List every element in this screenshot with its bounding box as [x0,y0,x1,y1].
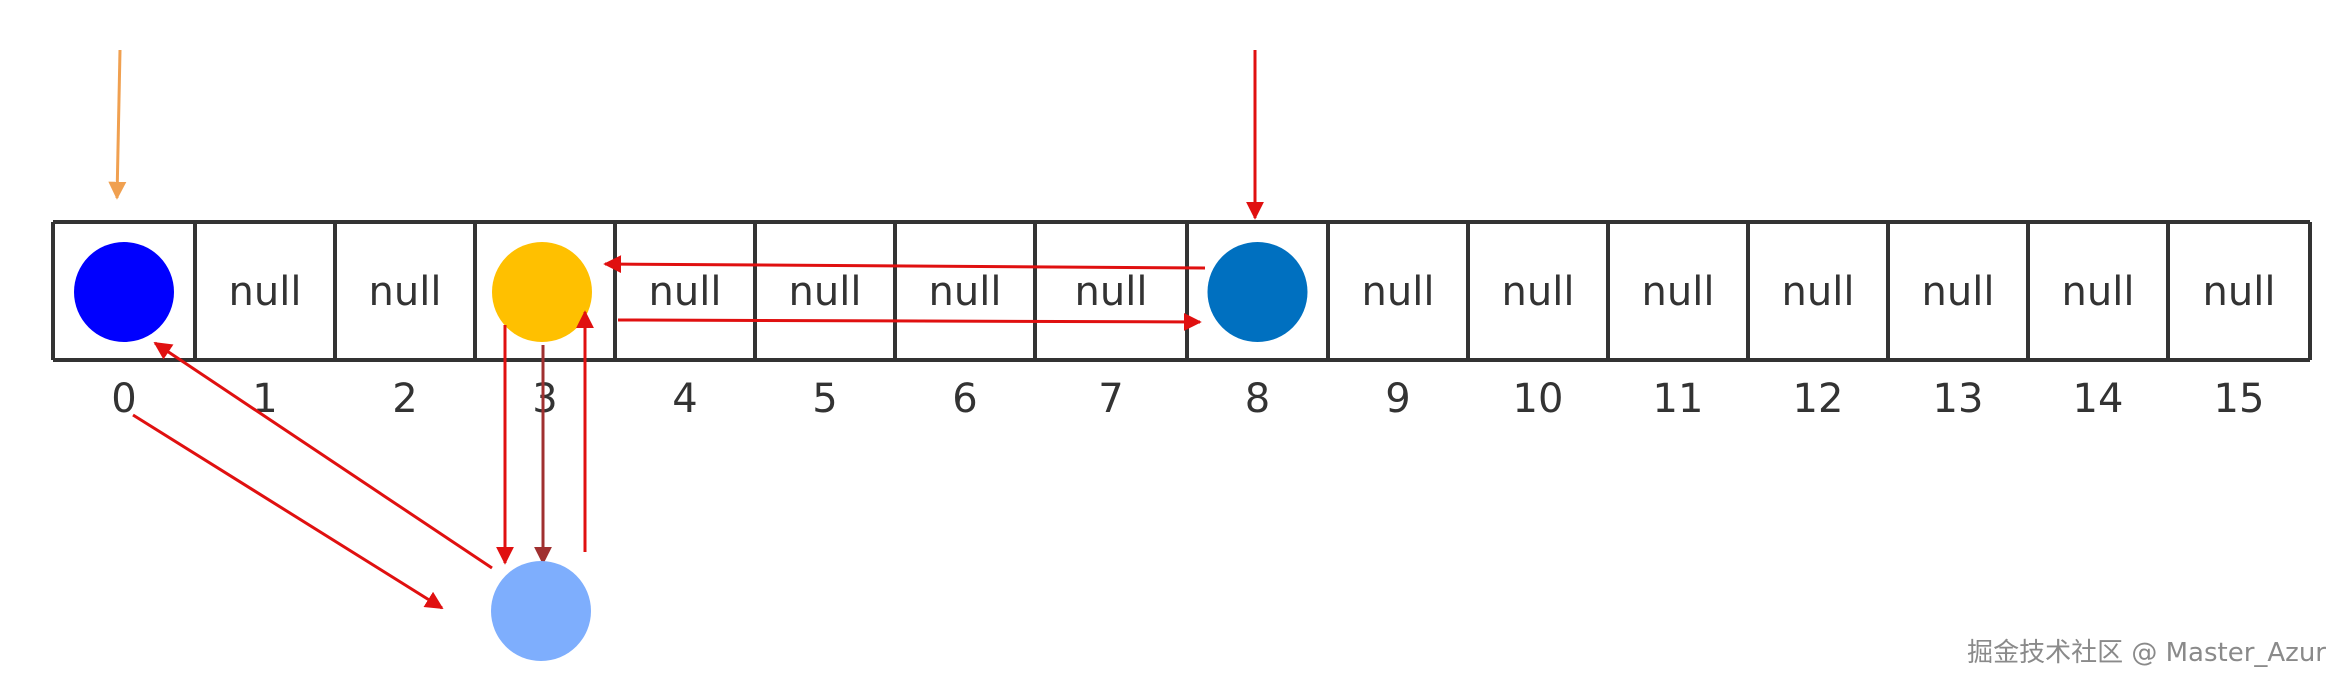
index-label-1: 1 [252,376,277,422]
lower-node [491,561,591,661]
index-label-14: 14 [2073,376,2124,422]
link-arrow-0-to-lower [132,413,444,610]
slot-null-7: null [1075,269,1148,315]
array-cells: null null null null null null null null null null… [51,220,2312,362]
index-label-13: 13 [1933,376,1984,422]
index-label-4: 4 [672,376,697,422]
index-label-9: 9 [1385,376,1410,422]
slot-null-14: null [2062,269,2135,315]
slot-node-8 [1207,242,1308,342]
link-arrow-lower-to-0 [153,341,493,570]
index-label-0: 0 [111,376,136,422]
index-label-15: 15 [2214,376,2265,422]
slot-null-1: null [229,269,302,315]
index-label-12: 12 [1793,376,1844,422]
index-label-3: 3 [532,376,557,422]
link-arrow-8-to-3 [603,255,1206,274]
slot-null-10: null [1502,269,1575,315]
index-label-10: 10 [1513,376,1564,422]
index-label-6: 6 [952,376,977,422]
index-label-8: 8 [1245,376,1270,422]
index-label-5: 5 [812,376,837,422]
slot-null-2: null [369,269,442,315]
slot-node-3 [492,242,592,342]
slot-node-0 [74,242,174,342]
watermark: 掘金技术社区 @ Master_Azur [1967,638,2326,668]
slot-null-9: null [1362,269,1435,315]
index-label-7: 7 [1098,376,1123,422]
index-label-11: 11 [1653,376,1704,422]
slot-null-6: null [929,269,1002,315]
slot-null-12: null [1782,269,1855,315]
index-label-2: 2 [392,376,417,422]
pointer-arrow-slot-0 [108,49,127,200]
slot-null-4: null [649,269,722,315]
slot-null-11: null [1642,269,1715,315]
slot-null-5: null [789,269,862,315]
slot-null-13: null [1922,269,1995,315]
array-nodes [74,242,1308,342]
slot-null-15: null [2203,269,2276,315]
link-arrow-3-to-8 [617,312,1202,331]
